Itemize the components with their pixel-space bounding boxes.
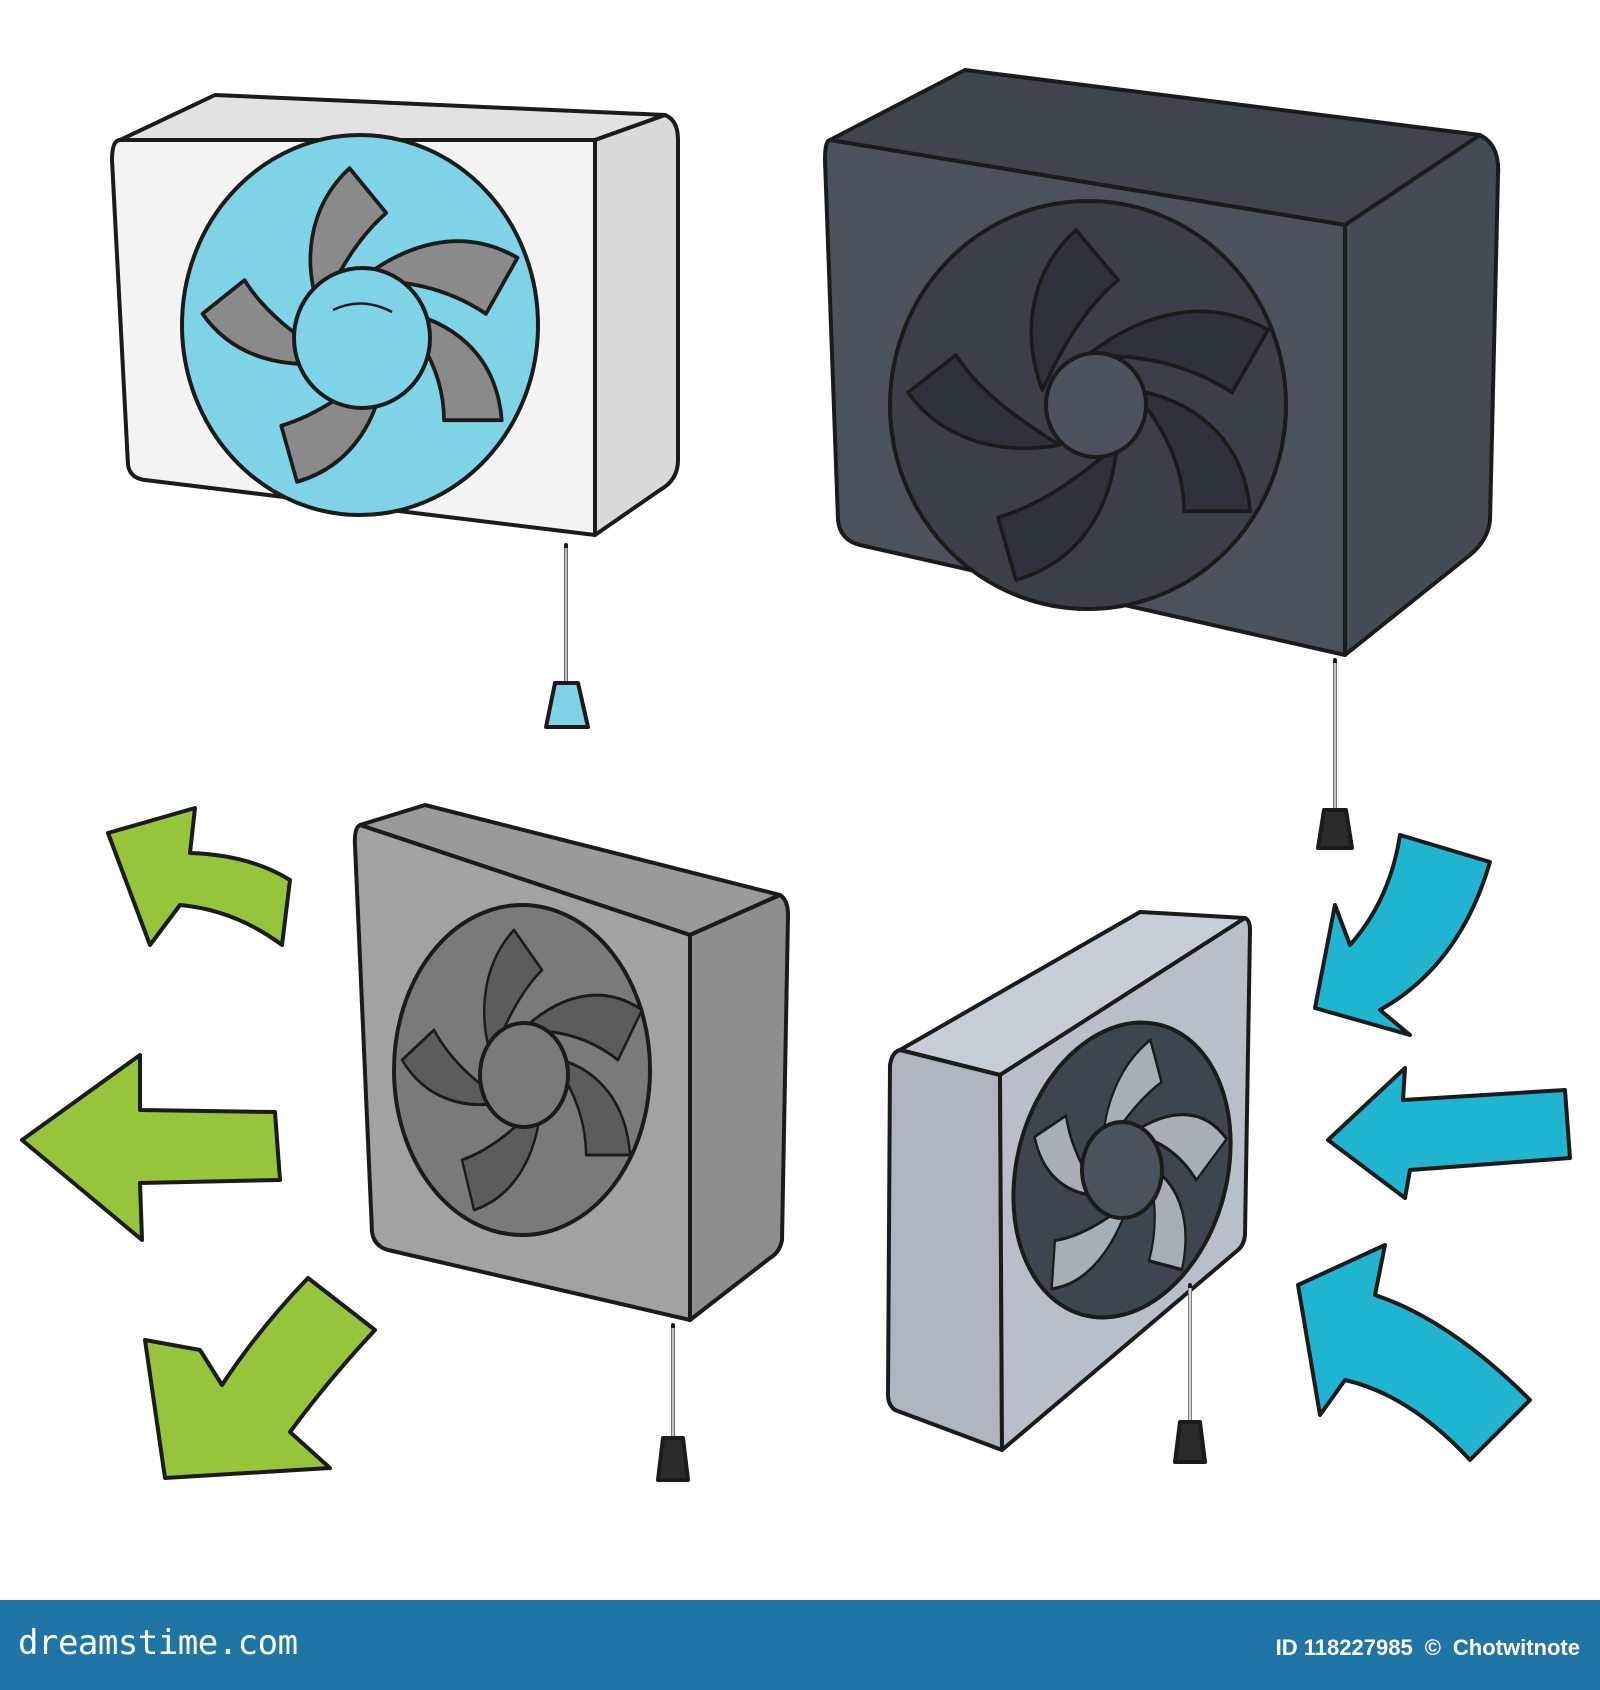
green-arrow-icon: [20, 1053, 282, 1242]
gray-exhaust-fan-icon: [352, 803, 790, 1482]
blue-arrow-icon: [1313, 833, 1492, 1037]
exhaust-fan-illustration: [20, 68, 1572, 1482]
copyright-symbol: ©: [1424, 1635, 1441, 1660]
green-arrow-icon: [143, 1276, 377, 1480]
dark-exhaust-fan-icon: [823, 68, 1501, 850]
blue-arrow-icon: [1296, 1243, 1532, 1462]
author-name[interactable]: Chotwitnote: [1452, 1635, 1580, 1660]
footer-bar: dreamstime.com ID 118227985 © Chotwitnot…: [0, 1600, 1600, 1690]
blue-arrow-icon: [1326, 1066, 1572, 1200]
white-exhaust-fan-icon: [110, 93, 680, 729]
brand-logo-text[interactable]: dreamstime.com: [18, 1623, 298, 1663]
image-credit: ID 118227985 © Chotwitnote: [1276, 1635, 1580, 1661]
silver-exhaust-fan-icon: [886, 910, 1252, 1464]
green-arrow-icon: [106, 806, 292, 947]
image-id: ID 118227985: [1275, 1635, 1413, 1660]
